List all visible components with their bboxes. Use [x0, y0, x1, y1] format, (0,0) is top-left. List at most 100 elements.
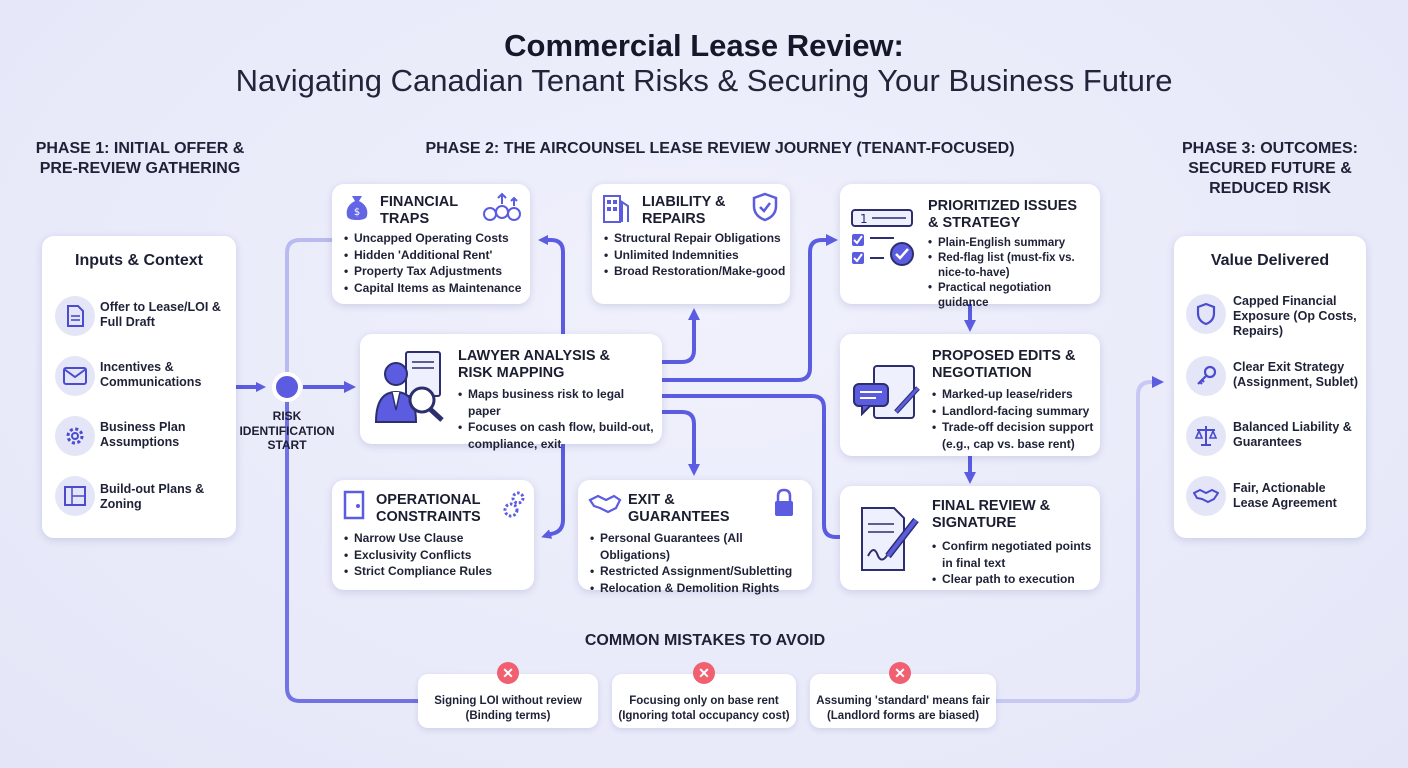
- svg-text:1: 1: [860, 212, 868, 226]
- edit-chat-icon: [852, 364, 922, 429]
- shield-check-icon: [752, 192, 778, 227]
- liability-list: Structural Repair Obligations Unlimited …: [604, 230, 786, 280]
- prioritized-item: Practical negotiation guidance: [928, 281, 1098, 311]
- financial-traps-card: $ FINANCIAL TRAPS Uncapped Operating Cos…: [332, 184, 530, 304]
- exit-guarantees-card: EXIT & GUARANTEES Personal Guarantees (A…: [578, 480, 812, 596]
- proposed-item: Marked-up lease/riders: [932, 386, 1098, 403]
- mistakes-title: COMMON MISTAKES TO AVOID: [584, 632, 826, 649]
- x-icon: ✕: [693, 662, 715, 684]
- start-label: RISK IDENTIFICATION START: [239, 409, 335, 452]
- arrow-to-financial: [538, 235, 565, 335]
- exit-item: Relocation & Demolition Rights: [590, 580, 808, 597]
- liability-item: Structural Repair Obligations: [604, 230, 786, 247]
- final-review-card: FINAL REVIEW & SIGNATURE Confirm negotia…: [840, 486, 1100, 590]
- operational-constraints-card: OPERATIONAL CONSTRAINTS Narrow Use Claus…: [332, 480, 534, 590]
- arrow-to-operational: [541, 444, 565, 539]
- proposed-list: Marked-up lease/riders Landlord-facing s…: [932, 386, 1098, 452]
- liability-title: LIABILITY & REPAIRS: [642, 194, 726, 227]
- prioritized-item: Red-flag list (must-fix vs. nice-to-have…: [928, 251, 1098, 281]
- exit-list: Personal Guarantees (All Obligations) Re…: [590, 530, 808, 596]
- key-icon: [1186, 356, 1226, 396]
- mistake-card-3: Assuming 'standard' means fair (Landlord…: [810, 674, 996, 728]
- financial-title: FINANCIAL TRAPS: [380, 194, 458, 227]
- building-icon: [602, 192, 632, 229]
- lawyer-item: Focuses on cash flow, build-out, complia…: [458, 419, 658, 452]
- final-list: Confirm negotiated points in final text …: [932, 538, 1096, 588]
- proposed-item: Trade-off decision support (e.g., cap vs…: [932, 419, 1098, 452]
- operational-item: Narrow Use Clause: [344, 530, 530, 547]
- prioritized-item: Plain-English summary: [928, 236, 1098, 251]
- mistake-text-2: Focusing only on base rent (Ignoring tot…: [618, 695, 790, 722]
- door-icon: [342, 490, 368, 525]
- growth-coins-icon: [482, 192, 522, 227]
- value-title: Value Delivered: [1210, 252, 1330, 269]
- financial-item: Uncapped Operating Costs: [344, 230, 526, 247]
- page-title: Commercial Lease Review:: [504, 28, 904, 63]
- blueprint-icon: [55, 476, 95, 516]
- value-item-3: Balanced Liability & Guarantees: [1233, 420, 1352, 449]
- proposed-edits-card: PROPOSED EDITS & NEGOTIATION Marked-up l…: [840, 334, 1100, 456]
- lawyer-title: LAWYER ANALYSIS & RISK MAPPING: [458, 348, 611, 381]
- checklist-icon: 1: [850, 208, 916, 277]
- exit-title: EXIT & GUARANTEES: [628, 492, 730, 525]
- value-item-4: Fair, Actionable Lease Agreement: [1233, 481, 1337, 510]
- phase-2-label: PHASE 2: THE AIRCOUNSEL LEASE REVIEW JOU…: [425, 140, 1015, 157]
- prioritized-list: Plain-English summary Red-flag list (mus…: [928, 236, 1098, 311]
- svg-text:$: $: [354, 207, 360, 218]
- lawyer-list: Maps business risk to legal paper Focuse…: [458, 386, 658, 452]
- operational-list: Narrow Use Clause Exclusivity Conflicts …: [344, 530, 530, 580]
- financial-item: Hidden 'Additional Rent': [344, 247, 526, 264]
- value-item-2: Clear Exit Strategy (Assignment, Sublet): [1233, 360, 1359, 389]
- page-subtitle: Navigating Canadian Tenant Risks & Secur…: [235, 63, 1173, 98]
- liability-repairs-card: LIABILITY & REPAIRS Structural Repair Ob…: [592, 184, 790, 304]
- x-icon: ✕: [889, 662, 911, 684]
- arrow-to-prioritized: [662, 234, 838, 382]
- inputs-item-1: Offer to Lease/LOI & Full Draft: [100, 300, 221, 329]
- signature-icon: [858, 504, 922, 579]
- money-bag-icon: $: [342, 192, 372, 227]
- financial-item: Property Tax Adjustments: [344, 263, 526, 280]
- inputs-item-3: Business Plan Assumptions: [100, 420, 186, 449]
- arrow-to-exit: [662, 410, 700, 476]
- exit-item: Restricted Assignment/Subletting: [590, 563, 808, 580]
- shield-icon: [1186, 294, 1226, 334]
- mistake-text-3: Assuming 'standard' means fair (Landlord…: [816, 695, 990, 722]
- proposed-item: Landlord-facing summary: [932, 403, 1098, 420]
- final-title: FINAL REVIEW & SIGNATURE: [932, 498, 1051, 531]
- operational-item: Strict Compliance Rules: [344, 563, 530, 580]
- flow-line-outcome: [996, 376, 1164, 703]
- lawyer-item: Maps business risk to legal paper: [458, 386, 658, 419]
- prioritized-title: PRIORITIZED ISSUES & STRATEGY: [928, 198, 1078, 231]
- start-node: [272, 372, 302, 402]
- gears-icon: [502, 490, 528, 525]
- liability-item: Broad Restoration/Make-good: [604, 263, 786, 280]
- flow-line-top: [285, 238, 332, 372]
- inputs-item-4: Build-out Plans & Zoning: [100, 482, 205, 511]
- handshake-icon: [588, 492, 622, 521]
- liability-item: Unlimited Indemnities: [604, 247, 786, 264]
- scales-icon: [1186, 416, 1226, 456]
- financial-item: Capital Items as Maintenance: [344, 280, 526, 297]
- prioritized-issues-card: 1 PRIORITIZED ISSUES & STRATEGY Plain-En…: [840, 184, 1100, 309]
- phase-3-label: PHASE 3: OUTCOMES: SECURED FUTURE & REDU…: [1181, 140, 1358, 197]
- padlock-icon: [772, 488, 796, 523]
- inputs-card: Inputs & Context Offer to Lease/LOI & Fu…: [42, 236, 236, 538]
- inputs-item-2: Incentives & Communications: [100, 360, 202, 389]
- operational-title: OPERATIONAL CONSTRAINTS: [376, 492, 481, 525]
- value-item-1: Capped Financial Exposure (Op Costs, Rep…: [1233, 294, 1357, 338]
- envelope-icon: [55, 356, 95, 396]
- phase-1-label: PHASE 1: INITIAL OFFER & PRE-REVIEW GATH…: [35, 140, 245, 177]
- operational-item: Exclusivity Conflicts: [344, 547, 530, 564]
- arrow-to-liability: [662, 308, 700, 364]
- final-item: Confirm negotiated points in final text: [932, 538, 1096, 571]
- flow-line-bottom: [285, 400, 418, 703]
- x-icon: ✕: [497, 662, 519, 684]
- lawyer-analysis-card: LAWYER ANALYSIS & RISK MAPPING Maps busi…: [360, 334, 662, 451]
- handshake-icon: [1186, 476, 1226, 516]
- financial-list: Uncapped Operating Costs Hidden 'Additio…: [344, 230, 526, 296]
- gear-icon: [55, 416, 95, 456]
- lawyer-magnifier-icon: [372, 348, 452, 435]
- final-item: Clear path to execution: [932, 571, 1096, 588]
- exit-item: Personal Guarantees (All Obligations): [590, 530, 808, 563]
